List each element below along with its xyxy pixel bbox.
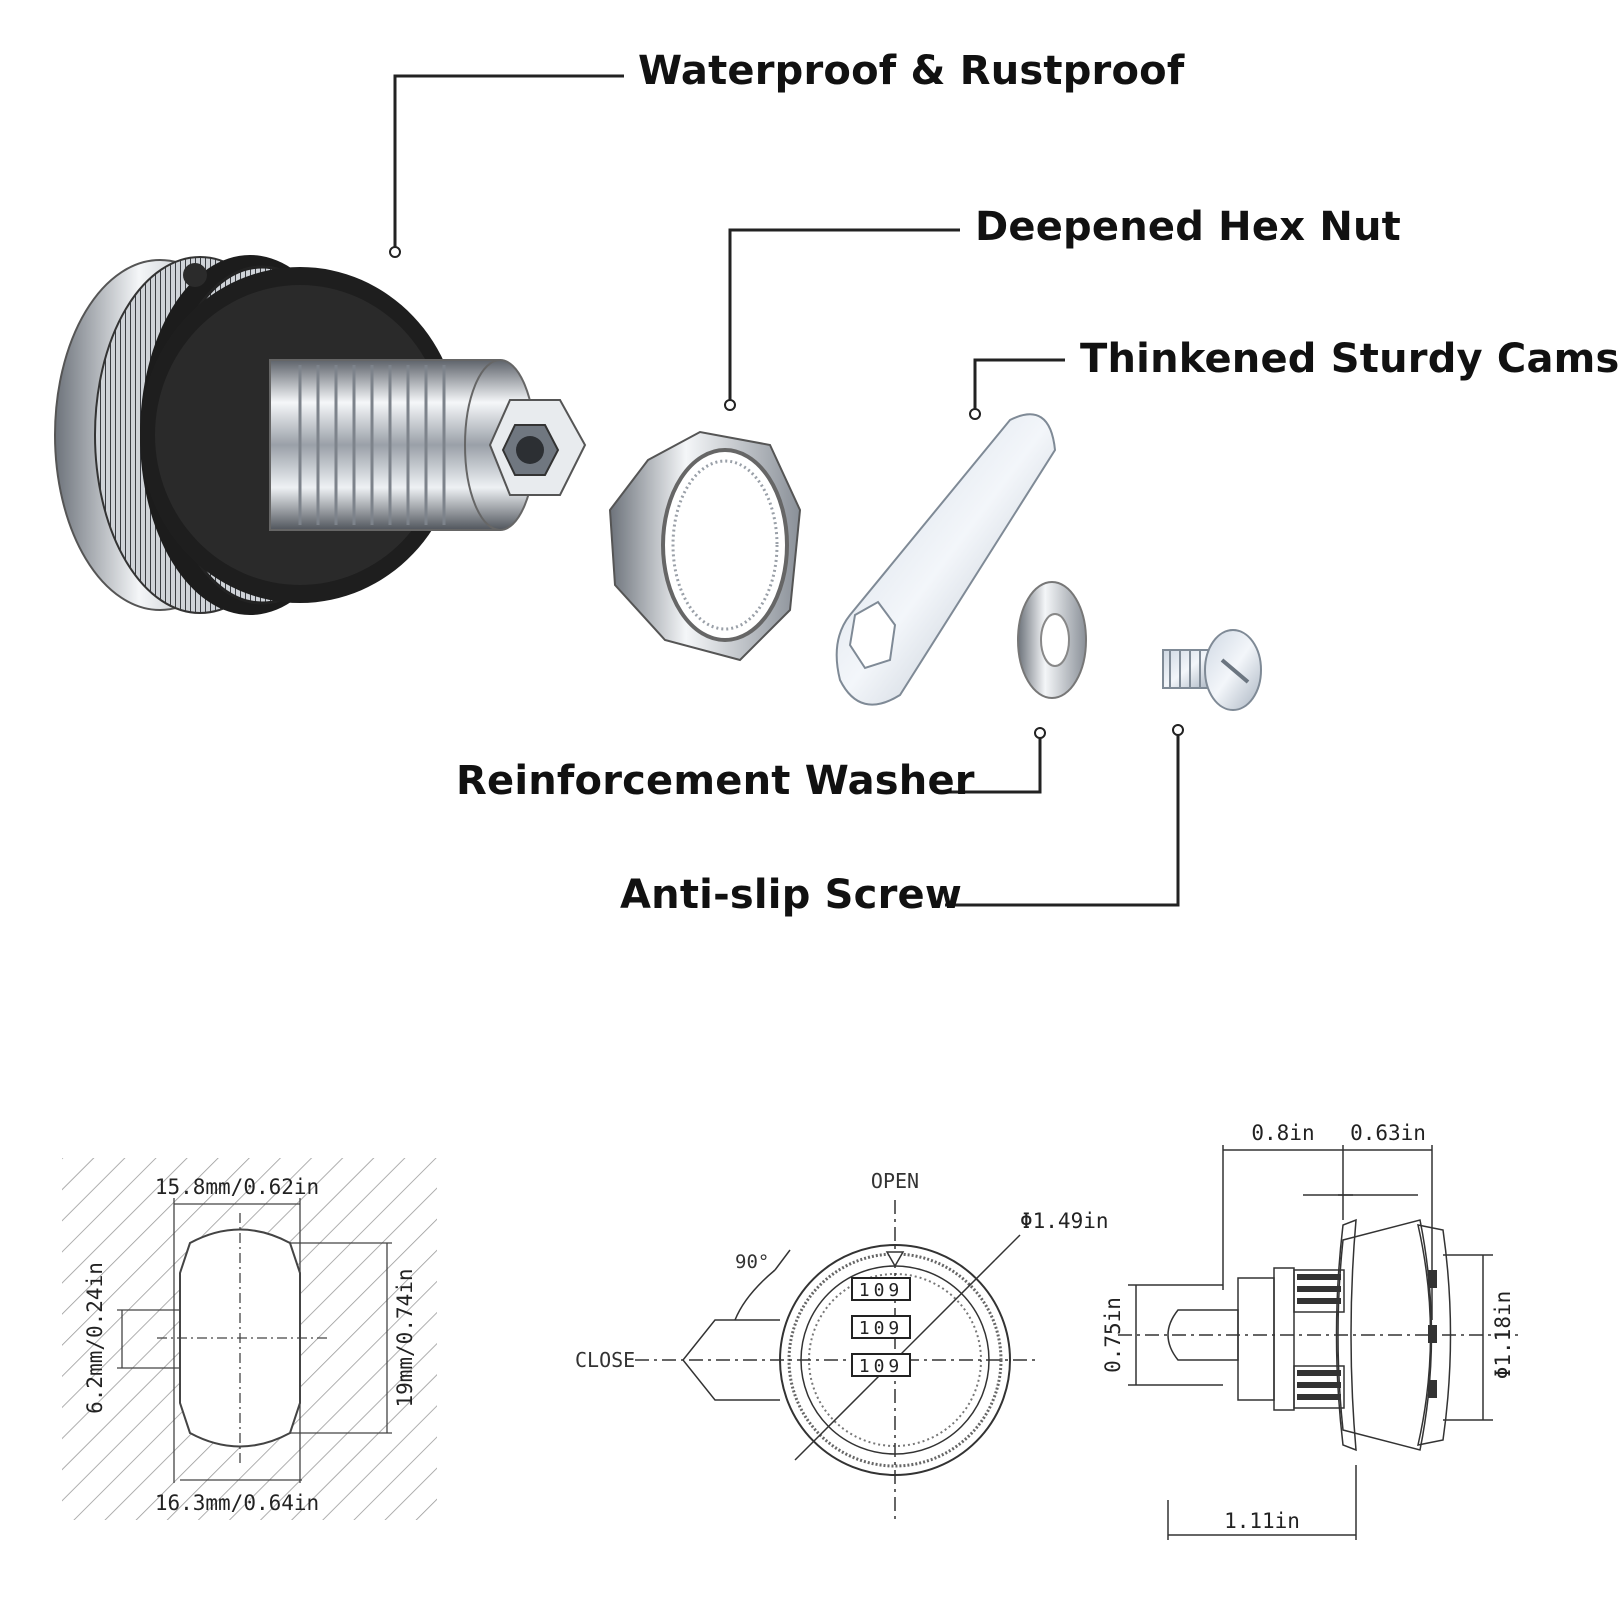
- leader-hex-nut: [728, 228, 960, 405]
- dim-thread-dia: 0.75in: [1101, 1297, 1125, 1373]
- callout-waterproof: Waterproof & Rustproof: [638, 48, 1185, 94]
- callout-hex-nut: Deepened Hex Nut: [975, 204, 1401, 250]
- label-angle: 90°: [735, 1251, 769, 1273]
- dim-head-dia: Φ1.18in: [1491, 1291, 1515, 1380]
- cutout-right-height: 19mm/0.74in: [393, 1268, 417, 1407]
- label-open: OPEN: [871, 1169, 919, 1193]
- dial-row-1: 109: [859, 1280, 904, 1301]
- cutout-bottom-width: 16.3mm/0.64in: [155, 1491, 319, 1515]
- cam-illustration: [835, 413, 1057, 706]
- dial-row-2: 109: [859, 1318, 904, 1339]
- lock-body-illustration: [54, 255, 587, 615]
- dim-body-length: 0.8in: [1251, 1121, 1314, 1145]
- label-diameter: Φ1.49in: [1020, 1209, 1109, 1233]
- callout-cams: Thinkened Sturdy Cams: [1080, 336, 1620, 382]
- exploded-view: [54, 74, 1262, 907]
- callout-screw: Anti-slip Screw: [620, 872, 962, 918]
- cutout-left-flat: 6.2mm/0.24in: [83, 1262, 107, 1414]
- leader-waterproof: [393, 74, 624, 252]
- leader-washer: [945, 735, 1042, 794]
- callout-washer: Reinforcement Washer: [456, 758, 975, 804]
- screw-illustration: [1162, 629, 1262, 711]
- label-close: CLOSE: [575, 1348, 635, 1372]
- hex-nut-illustration: [608, 430, 802, 662]
- leader-lines: [393, 74, 1180, 907]
- front-view-diagram: 109 109 109 OPEN CLOSE 90° Φ1.49in: [575, 1169, 1109, 1520]
- leader-screw: [945, 732, 1180, 907]
- washer-illustration: [1017, 581, 1087, 699]
- dial-wheels: 109 109 109: [851, 1277, 911, 1377]
- dial-row-3: 109: [859, 1356, 904, 1377]
- leader-dots: [389, 246, 1184, 739]
- side-view-diagram: 0.8in 0.63in 0.75in Φ1.18in 1.11in: [1101, 1121, 1518, 1540]
- cutout-top-width: 15.8mm/0.62in: [155, 1175, 319, 1199]
- leader-cams: [973, 358, 1065, 414]
- cutout-diagram: 15.8mm/0.62in 16.3mm/0.64in 6.2mm/0.24in…: [62, 1158, 437, 1520]
- dim-total-length: 1.11in: [1224, 1509, 1300, 1533]
- dim-head-length: 0.63in: [1350, 1121, 1426, 1145]
